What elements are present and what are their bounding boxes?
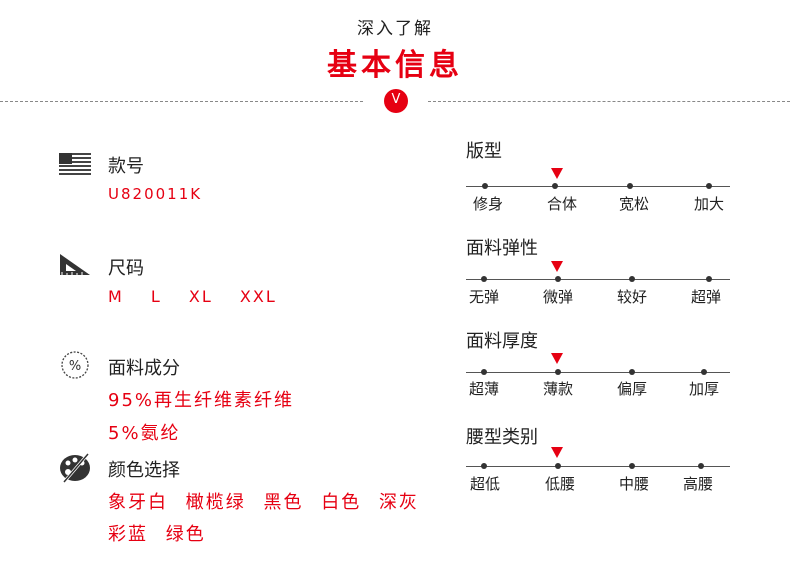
fabric-label: 面料成分 <box>108 358 180 379</box>
color-label: 颜色选择 <box>108 460 180 481</box>
scale-option: 超弹 <box>690 288 722 306</box>
scale-dot <box>706 276 712 282</box>
scale-dot <box>481 369 487 375</box>
scale-dot <box>698 463 704 469</box>
scale-option: 修身 <box>472 195 504 213</box>
color-option: 彩蓝 <box>108 524 148 545</box>
color-option: 象牙白 <box>108 492 168 513</box>
ruler-triangle-icon <box>60 254 90 275</box>
scale-dot <box>629 463 635 469</box>
scale-option: 宽松 <box>618 195 650 213</box>
scale-dot <box>481 463 487 469</box>
size-values: M L XL XXL <box>108 287 297 306</box>
scale-marker-waist <box>551 447 563 458</box>
color-options-row: 象牙白 橄榄绿 黑色 白色 深灰 <box>108 488 429 514</box>
scale-option: 超薄 <box>468 380 500 398</box>
fabric-line: 5%氨纶 <box>108 423 181 444</box>
scale-marker-thickness <box>551 353 563 364</box>
scale-line-waist <box>466 466 730 467</box>
color-options-row: 彩蓝 绿色 <box>108 520 216 546</box>
scale-title-thickness: 面料厚度 <box>466 331 538 352</box>
scale-dot <box>627 183 633 189</box>
scale-option: 无弹 <box>468 288 500 306</box>
size-option: M <box>108 287 124 306</box>
divider-right <box>428 101 790 102</box>
scale-option: 薄款 <box>542 380 574 398</box>
scale-marker-fit <box>551 168 563 179</box>
scale-dot <box>706 183 712 189</box>
scale-line-elasticity <box>466 279 730 280</box>
scale-dot <box>629 276 635 282</box>
scale-option: 偏厚 <box>616 380 648 398</box>
color-option: 深灰 <box>378 492 419 513</box>
scale-dot <box>555 463 561 469</box>
scale-option: 合体 <box>546 195 578 213</box>
color-option: 黑色 <box>263 492 304 513</box>
scale-marker-elasticity <box>551 261 563 272</box>
size-option: L <box>150 287 162 306</box>
flag-icon <box>59 153 91 175</box>
scale-dot <box>555 369 561 375</box>
scale-title-fit: 版型 <box>466 141 502 162</box>
scale-dot <box>555 276 561 282</box>
scale-line-thickness <box>466 372 730 373</box>
fabric-line: 95%再生纤维素纤维 <box>108 390 295 411</box>
chevron-down-icon: V <box>384 89 408 113</box>
scale-dot <box>482 183 488 189</box>
header-subtitle: 深入了解 <box>357 19 433 39</box>
size-option: XXL <box>239 287 277 306</box>
svg-text:%: % <box>69 359 81 374</box>
style-number-value: U820011K <box>108 185 203 203</box>
style-number-label: 款号 <box>108 156 144 177</box>
scale-line-fit <box>466 186 730 187</box>
color-option: 橄榄绿 <box>185 492 246 513</box>
scale-dot <box>552 183 558 189</box>
scale-title-waist: 腰型类别 <box>466 427 538 448</box>
header-title: 基本信息 <box>327 48 463 83</box>
scale-title-elasticity: 面料弹性 <box>466 238 538 259</box>
scale-option: 较好 <box>616 288 648 306</box>
scale-dot <box>481 276 487 282</box>
scale-option: 低腰 <box>544 475 576 493</box>
size-option: XL <box>188 287 213 306</box>
palette-icon <box>60 453 90 483</box>
divider-left <box>0 101 363 102</box>
percent-icon: % <box>61 351 89 379</box>
color-option: 白色 <box>321 492 362 513</box>
scale-option: 加大 <box>693 195 725 213</box>
scale-option: 高腰 <box>682 475 714 493</box>
scale-option: 超低 <box>469 475 501 493</box>
scale-option: 微弹 <box>542 288 574 306</box>
scale-dot <box>701 369 707 375</box>
scale-dot <box>629 369 635 375</box>
scale-option: 加厚 <box>688 380 720 398</box>
color-option: 绿色 <box>165 524 206 545</box>
size-label: 尺码 <box>108 258 144 279</box>
scale-option: 中腰 <box>618 475 650 493</box>
